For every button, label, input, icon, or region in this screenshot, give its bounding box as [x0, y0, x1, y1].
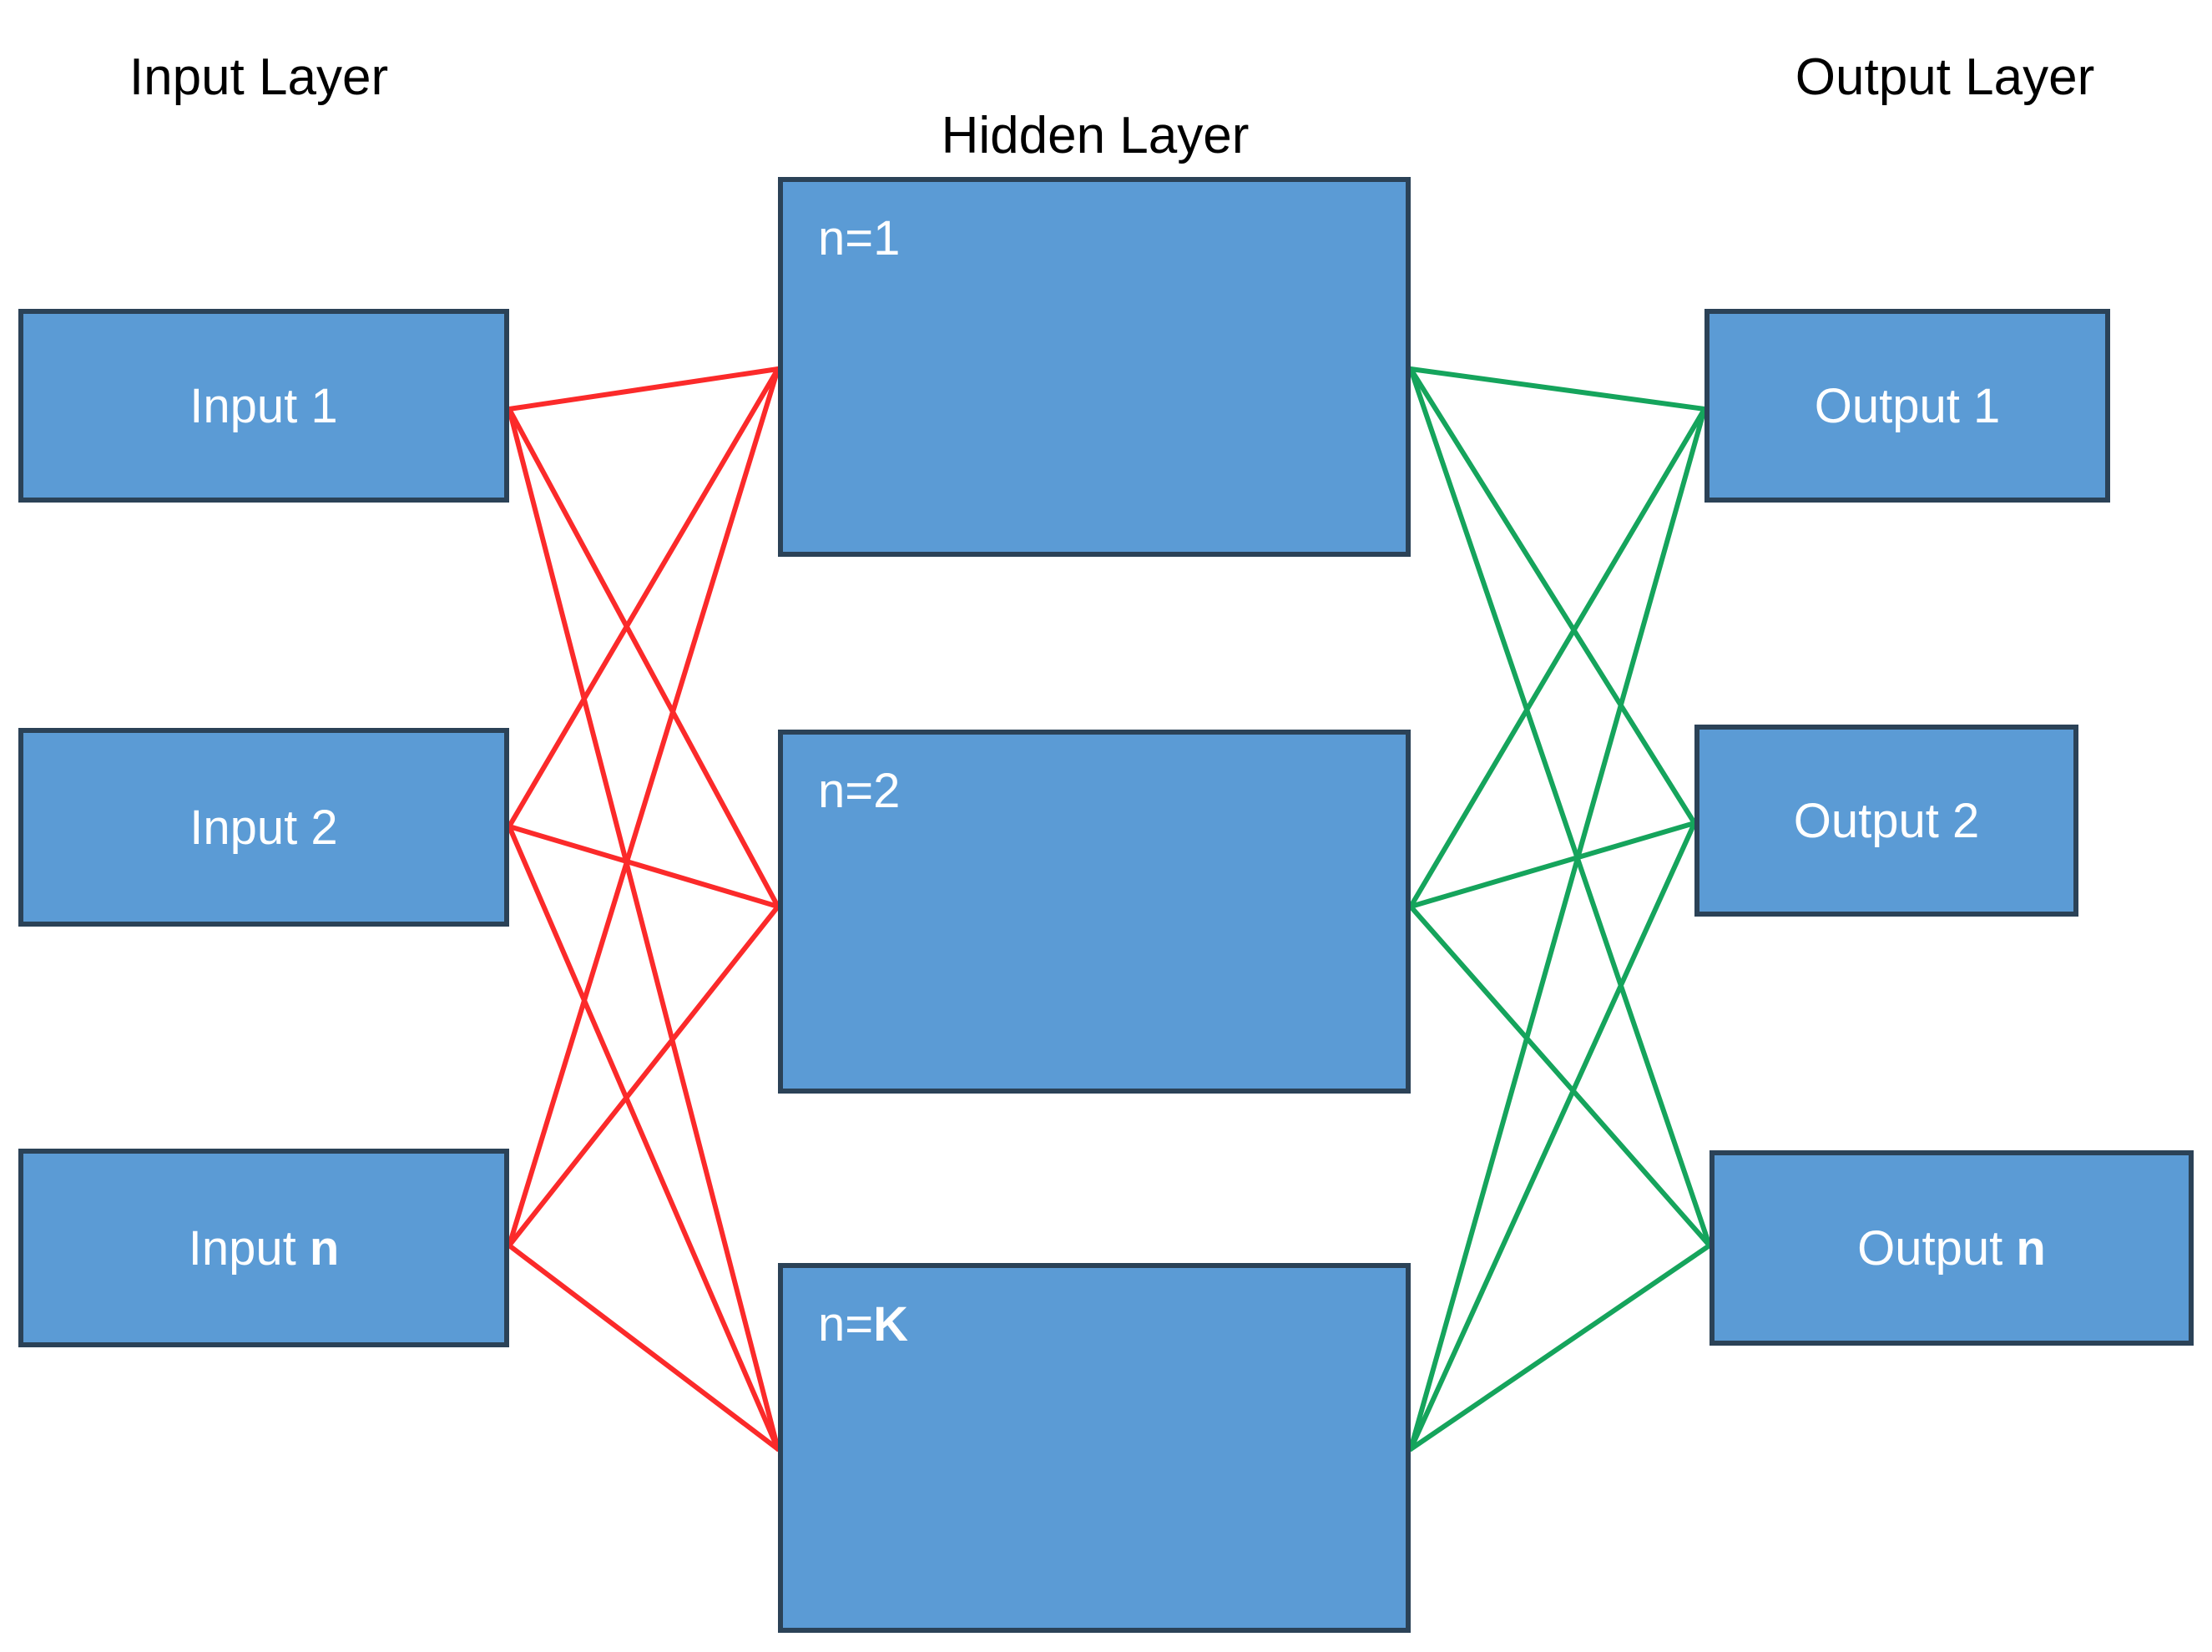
- input-layer-node-label-text: Input: [189, 378, 311, 433]
- input-layer-node-3[interactable]: Input n: [18, 1149, 509, 1347]
- output-layer-node-label: Output 2: [1794, 793, 1980, 849]
- edge-input3-hidden2: [507, 904, 780, 1248]
- edge-hidden2-output1: [1408, 407, 1707, 909]
- edge-input2-hidden3: [507, 824, 780, 1452]
- edge-input1-hidden1: [507, 366, 780, 412]
- edge-hidden1-output1: [1408, 366, 1707, 412]
- output-layer-node-label: Output 1: [1815, 378, 2001, 434]
- output-layer-node-label: Output n: [1857, 1220, 2046, 1276]
- input-layer-node-label: Input 2: [189, 800, 337, 856]
- output-layer-node-label-index: 1: [1972, 378, 2001, 433]
- hidden-layer-node-label-text: n=: [818, 764, 874, 818]
- edge-input3-hidden3: [507, 1243, 780, 1452]
- output-layer-node-2[interactable]: Output 2: [1694, 725, 2078, 917]
- edge-input1-hidden3: [507, 407, 780, 1452]
- hidden-layer-node-label-index: 1: [873, 211, 901, 265]
- output-layer-node-label-text: Output: [1814, 378, 1973, 433]
- hidden-layer-node-label: n=2: [818, 763, 900, 819]
- output-layer-title: Output Layer: [1795, 48, 2095, 106]
- input-layer-node-label-text: Input: [188, 1220, 310, 1276]
- input-layer-node-label: Input 1: [189, 378, 337, 434]
- input-to-hidden-edges: [507, 366, 780, 1452]
- edge-hidden3-output2: [1408, 821, 1697, 1452]
- hidden-layer-node-label: n=1: [818, 210, 900, 266]
- edge-input3-hidden1: [507, 366, 780, 1248]
- hidden-to-output-edges: [1408, 366, 1712, 1452]
- edge-hidden1-output3: [1408, 366, 1712, 1248]
- input-layer-node-label-text: Input: [189, 800, 311, 855]
- input-layer-node-1[interactable]: Input 1: [18, 309, 509, 503]
- edge-input2-hidden1: [507, 366, 780, 829]
- input-layer-node-label-index: 2: [311, 800, 338, 855]
- input-layer-node-label: Input n: [189, 1220, 340, 1276]
- hidden-layer-node-2[interactable]: n=2: [778, 730, 1411, 1094]
- edge-hidden3-output3: [1408, 1243, 1712, 1452]
- input-layer-node-label-index: 1: [311, 378, 338, 433]
- output-layer-node-3[interactable]: Output n: [1710, 1150, 2194, 1346]
- hidden-layer-node-3[interactable]: n=K: [778, 1263, 1411, 1633]
- hidden-layer-node-label-text: n=: [818, 211, 874, 265]
- hidden-layer-node-label-text: n=: [818, 1297, 874, 1351]
- input-layer-node-label-index: n: [309, 1220, 340, 1276]
- input-layer-title: Input Layer: [129, 48, 389, 106]
- hidden-layer-node-1[interactable]: n=1: [778, 177, 1411, 557]
- output-layer-node-label-text: Output: [1793, 793, 1952, 848]
- edge-input1-hidden2: [507, 407, 780, 909]
- output-layer-node-label-index: 2: [1952, 793, 1980, 848]
- edge-hidden1-output2: [1408, 366, 1697, 826]
- output-layer-node-label-text: Output: [1857, 1220, 2017, 1276]
- edge-input2-hidden2: [507, 824, 780, 909]
- hidden-layer-node-label: n=K: [818, 1296, 908, 1352]
- hidden-layer-node-label-index: K: [873, 1297, 909, 1351]
- edge-hidden2-output3: [1408, 904, 1712, 1248]
- hidden-layer-title-line1: Hidden Layer: [941, 106, 1250, 164]
- output-layer-node-1[interactable]: Output 1: [1704, 309, 2110, 503]
- hidden-layer-node-label-index: 2: [873, 764, 901, 818]
- edge-hidden3-output1: [1408, 407, 1707, 1452]
- output-layer-node-label-index: n: [2016, 1220, 2046, 1276]
- input-layer-node-2[interactable]: Input 2: [18, 728, 509, 927]
- edge-hidden2-output2: [1408, 821, 1697, 909]
